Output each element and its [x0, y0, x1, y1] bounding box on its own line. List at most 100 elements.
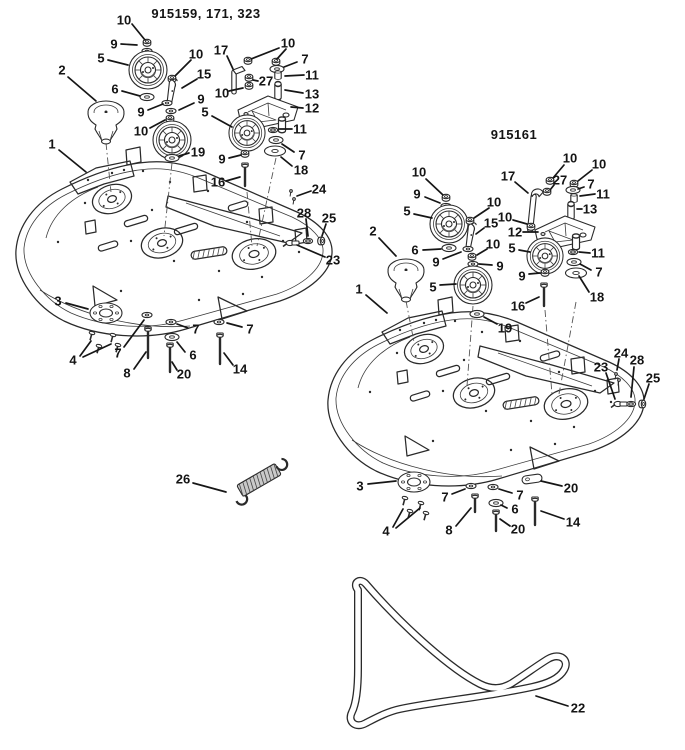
callout-leader-1	[58, 149, 87, 173]
callout-leader-7	[579, 263, 592, 271]
callout-10: 10	[189, 47, 203, 62]
centerline-dashes	[105, 142, 577, 395]
callout-13: 13	[583, 202, 597, 217]
callout-leader-28	[305, 218, 309, 237]
callout-27: 27	[259, 74, 273, 89]
callout-7: 7	[246, 322, 253, 337]
callout-leader-9	[478, 263, 493, 266]
part-25-nut	[317, 236, 326, 246]
part-24-screw	[616, 377, 622, 387]
callout-2: 2	[369, 224, 376, 239]
part-6-washer	[164, 332, 180, 342]
callout-4: 4	[69, 353, 77, 368]
callout-leader-10	[577, 169, 593, 182]
callout-leader-8	[133, 351, 147, 370]
callout-5: 5	[508, 241, 515, 256]
callout-12: 12	[508, 225, 522, 240]
callout-leader-16	[525, 296, 540, 304]
callout-leader-27	[549, 184, 555, 191]
callout-leader-15	[181, 78, 198, 89]
callout-leader-3	[367, 480, 397, 485]
callout-14: 14	[566, 515, 581, 530]
part-26-tension-spring	[235, 457, 289, 506]
callout-leader-18	[578, 275, 590, 293]
callout-leader-6	[422, 248, 442, 251]
callout-9: 9	[496, 259, 503, 274]
callout-10: 10	[412, 165, 426, 180]
part-16-bolt	[540, 282, 548, 308]
callout-7: 7	[516, 488, 523, 503]
callout-leader-10	[131, 23, 146, 41]
callout-leader-10	[425, 178, 444, 196]
model-number-title-right: 915161	[491, 127, 537, 142]
callout-11: 11	[293, 122, 307, 137]
callout-22: 22	[571, 701, 585, 716]
callout-leader-7	[577, 186, 585, 190]
callout-7: 7	[114, 346, 121, 361]
callout-leader-5	[211, 115, 233, 128]
part-18-washer	[263, 145, 287, 157]
callout-11: 11	[596, 187, 610, 202]
callout-leader-2	[378, 237, 397, 257]
callout-leader-10	[476, 248, 488, 256]
callout-leader-9	[178, 102, 195, 111]
callout-leader-7	[226, 322, 243, 328]
callout-28: 28	[297, 206, 311, 221]
callout-8: 8	[445, 523, 452, 538]
part-9-washer	[165, 107, 177, 115]
callout-7: 7	[301, 52, 308, 67]
part-20-bolt	[166, 342, 174, 374]
callout-5: 5	[403, 204, 410, 219]
callout-19: 19	[191, 145, 205, 160]
callout-leader-28	[630, 366, 635, 398]
part-19-washer	[469, 309, 485, 319]
part-6-washer	[441, 243, 457, 253]
callout-leader-14	[540, 510, 565, 520]
callout-leader-9	[147, 103, 164, 111]
callout-8: 8	[123, 366, 130, 381]
callout-10: 10	[498, 210, 512, 225]
callout-leader-14	[223, 352, 234, 366]
idler-hardware-right	[387, 176, 647, 409]
callout-23: 23	[594, 360, 608, 375]
callout-16: 16	[211, 175, 225, 190]
callout-leader-1	[365, 294, 388, 314]
callout-10: 10	[117, 13, 131, 28]
callout-1: 1	[355, 282, 362, 297]
callout-leader-5	[107, 59, 129, 66]
callout-28: 28	[630, 353, 644, 368]
part-3-blade-flange	[397, 471, 431, 493]
part-9-nut	[540, 268, 550, 277]
part-11-spacer	[267, 126, 279, 134]
callout-24: 24	[312, 182, 327, 197]
callout-leader-5	[518, 249, 531, 253]
callout-16: 16	[511, 299, 525, 314]
part-7-washer	[165, 318, 177, 326]
callout-leader-10	[552, 164, 565, 179]
callout-leader-27	[252, 79, 259, 82]
callout-15: 15	[197, 67, 211, 82]
part-28-washer	[302, 237, 314, 245]
callout-leader-10	[149, 119, 166, 129]
callout-7: 7	[587, 177, 594, 192]
callout-2: 2	[58, 63, 65, 78]
part-10-nut	[271, 57, 281, 66]
part-28-washer	[625, 400, 637, 408]
part-4-screw	[399, 495, 409, 507]
bracket-spacer	[277, 116, 287, 134]
part-5-idler-pulley	[429, 204, 469, 244]
part-9-washer	[161, 99, 173, 107]
callout-leader-22	[535, 695, 569, 707]
callout-leader-8	[455, 507, 472, 527]
part-5-idler-pulley	[453, 265, 493, 305]
callout-leader-11	[578, 251, 591, 254]
callout-25: 25	[322, 211, 336, 226]
callout-leader-19	[483, 316, 498, 325]
callout-20: 20	[564, 481, 578, 496]
callout-10: 10	[563, 151, 577, 166]
callout-leader-13	[284, 89, 304, 94]
part-20-bolt	[492, 509, 500, 533]
callout-9: 9	[110, 37, 117, 52]
